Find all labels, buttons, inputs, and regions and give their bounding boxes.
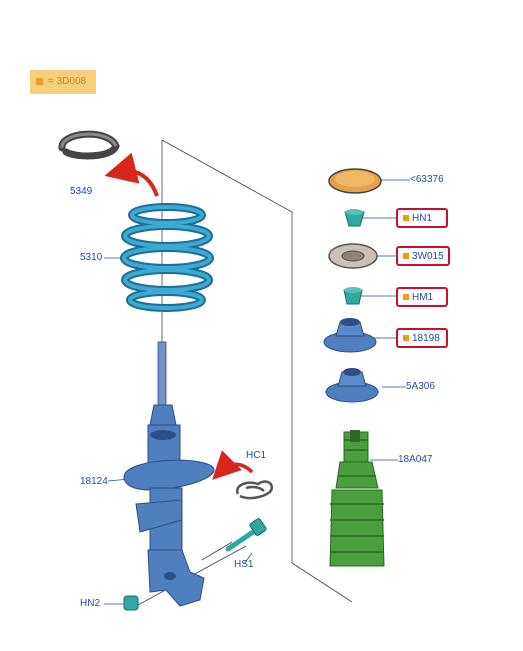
highlight-marker bbox=[403, 253, 409, 259]
label-18A047: 18A047 bbox=[398, 454, 433, 465]
highlight-marker bbox=[403, 335, 409, 341]
label-3W015: 3W015 bbox=[412, 251, 444, 262]
bearing-5A306 bbox=[325, 368, 379, 403]
top-mount-18198 bbox=[323, 318, 377, 353]
legend-text: = 3D008 bbox=[48, 76, 87, 87]
washer-3W015 bbox=[328, 243, 378, 269]
highlight-HM1: HM1 bbox=[396, 287, 448, 307]
bolt-HS1 bbox=[225, 518, 267, 552]
label-HN2: HN2 bbox=[80, 598, 101, 609]
coil-spring-5310 bbox=[120, 203, 214, 312]
legend-marker bbox=[36, 78, 43, 85]
highlight-18198: 18198 bbox=[396, 328, 448, 348]
clip-HC1 bbox=[235, 480, 274, 500]
label-HC1: HC1 bbox=[246, 450, 267, 461]
label-63376: <63376 bbox=[410, 174, 444, 185]
removal-arrow-clip bbox=[212, 450, 254, 480]
highlight-HN1: HN1 bbox=[396, 208, 448, 228]
nut-HM1 bbox=[343, 287, 363, 305]
highlight-marker bbox=[403, 294, 409, 300]
nut-HN2 bbox=[123, 595, 139, 611]
dust-boot-18A047 bbox=[329, 430, 385, 567]
nut-HN1 bbox=[344, 209, 365, 227]
label-18198: 18198 bbox=[412, 333, 440, 344]
label-HM1: HM1 bbox=[412, 292, 434, 303]
label-5349: 5349 bbox=[70, 186, 93, 197]
removal-arrow-seat bbox=[104, 152, 159, 197]
cap-63376 bbox=[328, 168, 382, 194]
highlight-marker bbox=[403, 215, 409, 221]
label-HN1: HN1 bbox=[412, 213, 433, 224]
label-5A306: 5A306 bbox=[406, 381, 435, 392]
label-HS1: HS1 bbox=[234, 559, 254, 570]
spring-seat-5349 bbox=[58, 130, 120, 160]
highlight-3W015: 3W015 bbox=[396, 246, 450, 266]
label-5310: 5310 bbox=[80, 252, 103, 263]
strut-18124 bbox=[123, 341, 215, 607]
legend: = 3D008 bbox=[30, 70, 96, 94]
label-18124: 18124 bbox=[80, 476, 108, 487]
